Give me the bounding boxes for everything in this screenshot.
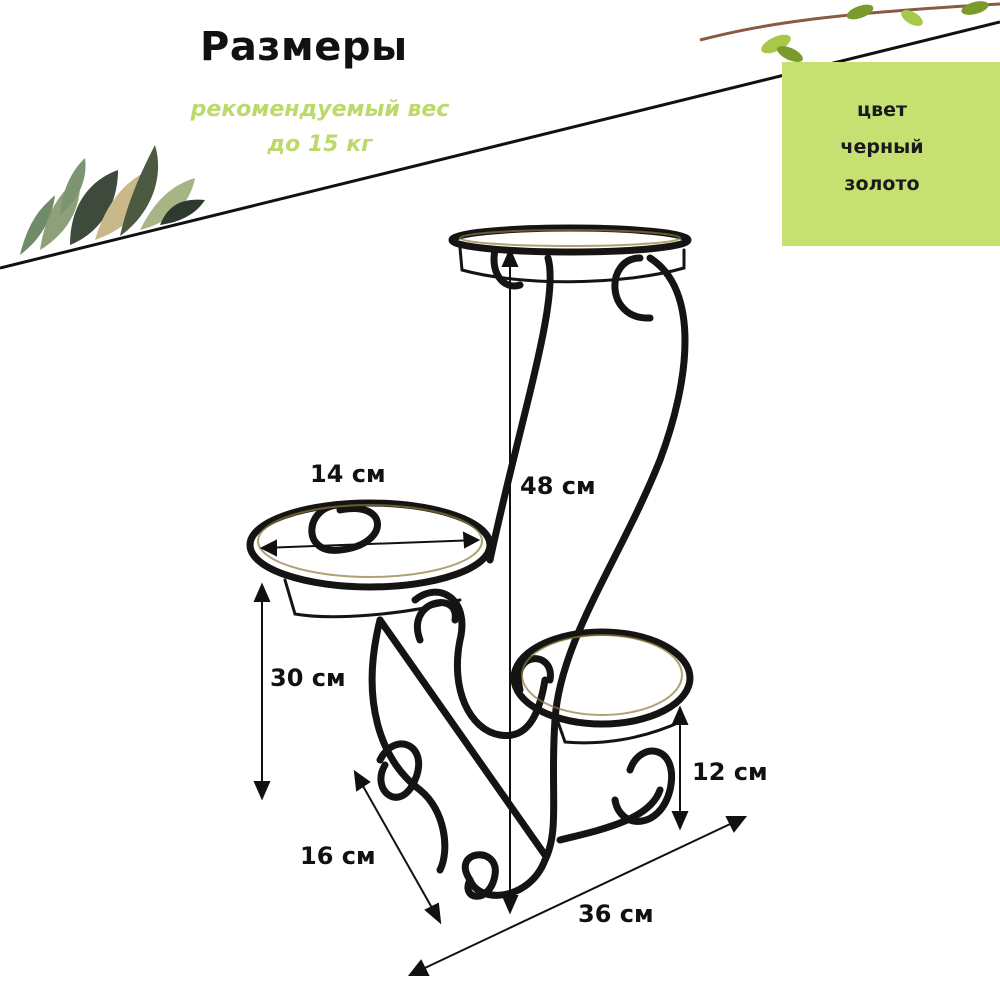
color-panel — [782, 62, 1000, 246]
branch-icon — [699, 1, 1000, 63]
middle-ring — [246, 499, 494, 591]
dim-height-lower: 12 см — [692, 758, 768, 786]
color-label: цвет — [856, 99, 907, 121]
page-title: Размеры — [200, 24, 408, 70]
dim-height-total: 48 см — [520, 472, 596, 500]
dim-depth: 16 см — [300, 842, 376, 870]
dim-ring-diameter: 14 см — [310, 460, 386, 488]
color-panel-text: цвет черный золото — [782, 92, 982, 203]
top-ring — [448, 224, 692, 256]
color-gold: золото — [844, 173, 920, 195]
subtitle-line-2: до 15 кг — [267, 132, 373, 158]
lower-ring — [510, 628, 694, 728]
subtitle-line-1: рекомендуемый вес — [190, 97, 450, 122]
dim-height-middle: 30 см — [270, 664, 346, 692]
dim-width: 36 см — [578, 900, 654, 928]
leaf-cluster-icon — [20, 145, 205, 255]
color-black: черный — [840, 136, 924, 158]
recommended-weight: рекомендуемый вес до 15 кг — [150, 92, 490, 162]
